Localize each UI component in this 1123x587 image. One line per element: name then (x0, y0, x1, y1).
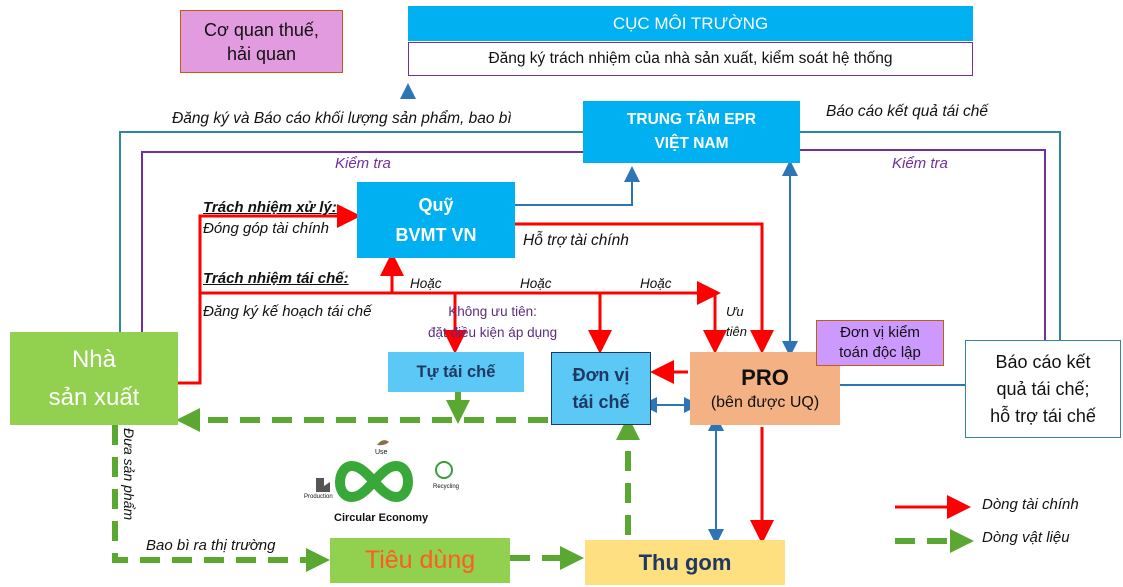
finance-flow-lines (178, 204, 971, 544)
label-not-priority: Không ưu tiên: đặt điều kiện áp dụng (428, 304, 558, 340)
pro-subtitle: (bên được UQ) (710, 393, 820, 411)
label-register-report: Đăng ký và Báo cáo khối lượng sản phẩm, … (172, 110, 512, 127)
label-register-plan: Đăng ký kế hoạch tái chế (203, 303, 372, 320)
collection-box: Thu gom (585, 540, 785, 585)
label-recycling-responsibility: Trách nhiệm tái chế: (203, 270, 349, 287)
environment-fund-box: Quỹ BVMT VN (357, 182, 515, 258)
label-packaging-to-market: Bao bì ra thị trường (146, 537, 276, 554)
label-treatment-responsibility: Trách nhiệm xử lý: (203, 199, 337, 216)
logo-recycling-text: Recycling (433, 484, 460, 490)
material-flow-lines (112, 390, 974, 572)
blue-link-lines (400, 83, 965, 545)
label-financial-contribution: Đóng góp tài chính (203, 220, 329, 237)
independent-audit-box: Đơn vị kiểm toán độc lập (816, 320, 944, 366)
legend-material-flow: Dòng vật liệu (982, 529, 1070, 546)
label-put-products: Đưa sản phẩm (121, 428, 137, 521)
logo-use-text: Use (375, 449, 388, 456)
cuc-moi-truong-subtitle: Đăng ký trách nhiệm của nhà sản xuất, ki… (408, 42, 973, 76)
circular-economy-logo (316, 440, 453, 503)
logo-production-text: Production (304, 494, 333, 500)
label-inspect-right: Kiểm tra (892, 155, 948, 172)
epr-center-box: TRUNG TÂM EPR VIỆT NAM (583, 101, 800, 163)
label-inspect-left: Kiểm tra (335, 155, 391, 172)
pro-box: PRO (bên được UQ) (690, 352, 840, 425)
logo-caption: Circular Economy (334, 512, 429, 524)
label-financial-support: Hỗ trợ tài chính (523, 232, 629, 249)
teal-report-lines (119, 131, 1061, 340)
consumption-box: Tiêu dùng (330, 538, 510, 583)
label-or-3: Hoặc (640, 276, 672, 291)
label-recycling-results: Báo cáo kết quả tái chế (826, 103, 989, 120)
producer-box: Nhà sản xuất (10, 332, 178, 425)
recycling-report-box: Báo cáo kết quả tái chế; hỗ trợ tái chế (965, 340, 1121, 438)
self-recycle-box: Tự tái chế (388, 352, 524, 392)
label-or-2: Hoặc (520, 276, 552, 291)
purple-inspection-lines (141, 149, 1046, 340)
label-priority: Ưu tiên (726, 304, 747, 339)
recycler-unit-box: Đơn vị tái chế (551, 352, 651, 425)
pro-title: PRO (741, 364, 789, 390)
cuc-moi-truong-title: CỤC MÔI TRƯỜNG (408, 6, 973, 41)
legend-financial-flow: Dòng tài chính (982, 496, 1079, 513)
tax-customs-box: Cơ quan thuế, hải quan (180, 10, 343, 73)
label-or-1: Hoặc (410, 276, 442, 291)
